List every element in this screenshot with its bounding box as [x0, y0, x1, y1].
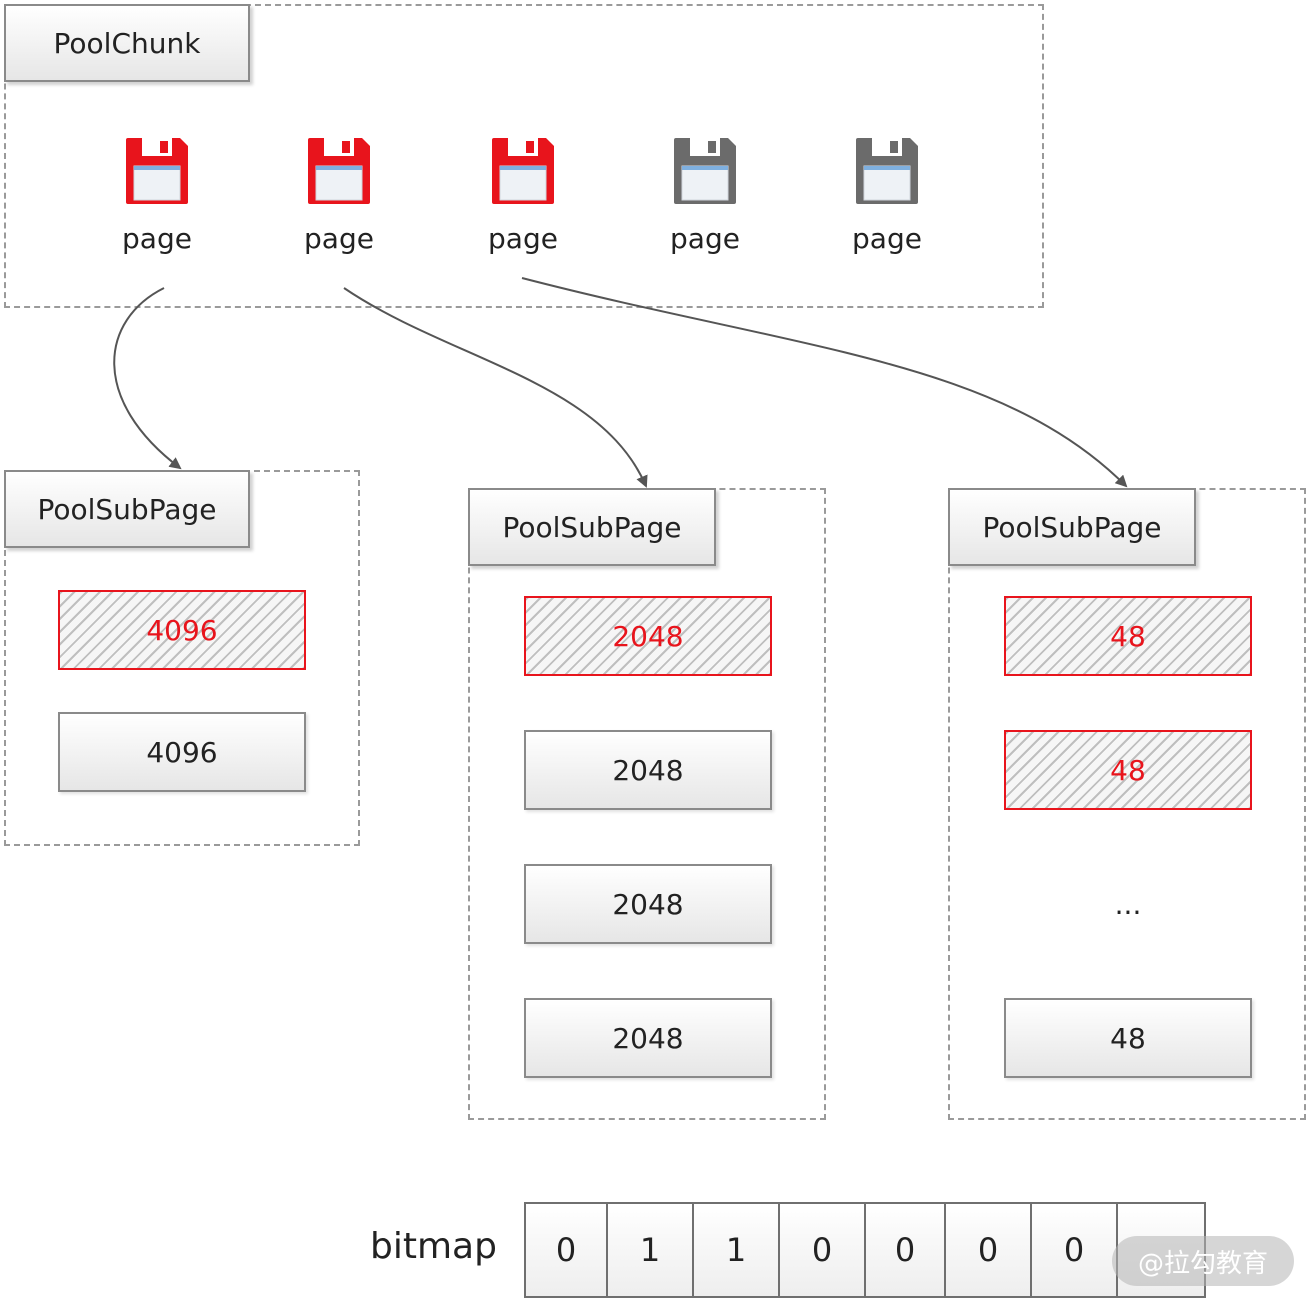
subpage1-cell-1: 4096 [58, 590, 306, 670]
bitmap-bit-3: 0 [780, 1204, 866, 1296]
subpage2-cell-2: 2048 [524, 730, 772, 810]
subpage3-cell-2: 48 [1004, 730, 1252, 810]
subpage3-ellipsis: ... [1114, 888, 1142, 921]
bitmap-bit-4: 0 [866, 1204, 946, 1296]
bitmap-bit-5: 0 [946, 1204, 1032, 1296]
subpage3-cell-4: 48 [1004, 998, 1252, 1078]
page-label: page [670, 222, 740, 255]
chunk-page-1: page [102, 136, 212, 255]
arrow-page3-to-subpage3 [521, 277, 1128, 488]
poolchunk-title: PoolChunk [4, 4, 250, 82]
poolchunk-group [4, 4, 1044, 308]
bitmap-label: bitmap [370, 1226, 497, 1267]
subpage2-cell-1: 2048 [524, 596, 772, 676]
chunk-page-3: page [468, 136, 578, 255]
subpage1-cell-2: 4096 [58, 712, 306, 792]
floppy-disk-icon [126, 138, 188, 204]
floppy-disk-icon [674, 138, 736, 204]
bitmap-bit-6: 0 [1032, 1204, 1118, 1296]
page-label: page [852, 222, 922, 255]
bitmap-array: 0 1 1 0 0 0 0 [524, 1202, 1206, 1298]
watermark-badge: @拉勾教育 [1112, 1236, 1294, 1286]
page-label: page [304, 222, 374, 255]
bitmap-bit-0: 0 [526, 1204, 608, 1296]
arrow-page2-to-subpage2 [343, 287, 648, 488]
subpage2-cell-4: 2048 [524, 998, 772, 1078]
bitmap-bit-1: 1 [608, 1204, 694, 1296]
subpage-title-1: PoolSubPage [4, 470, 250, 548]
floppy-disk-icon [492, 138, 554, 204]
subpage3-cell-1: 48 [1004, 596, 1252, 676]
bitmap-bit-2: 1 [694, 1204, 780, 1296]
subpage2-cell-3: 2048 [524, 864, 772, 944]
floppy-disk-icon [856, 138, 918, 204]
subpage-title-2: PoolSubPage [468, 488, 716, 566]
chunk-page-4: page [650, 136, 760, 255]
floppy-disk-icon [308, 138, 370, 204]
arrow-page1-to-subpage1 [113, 287, 182, 470]
page-label: page [122, 222, 192, 255]
page-label: page [488, 222, 558, 255]
chunk-page-5: page [832, 136, 942, 255]
chunk-page-2: page [284, 136, 394, 255]
subpage-title-3: PoolSubPage [948, 488, 1196, 566]
